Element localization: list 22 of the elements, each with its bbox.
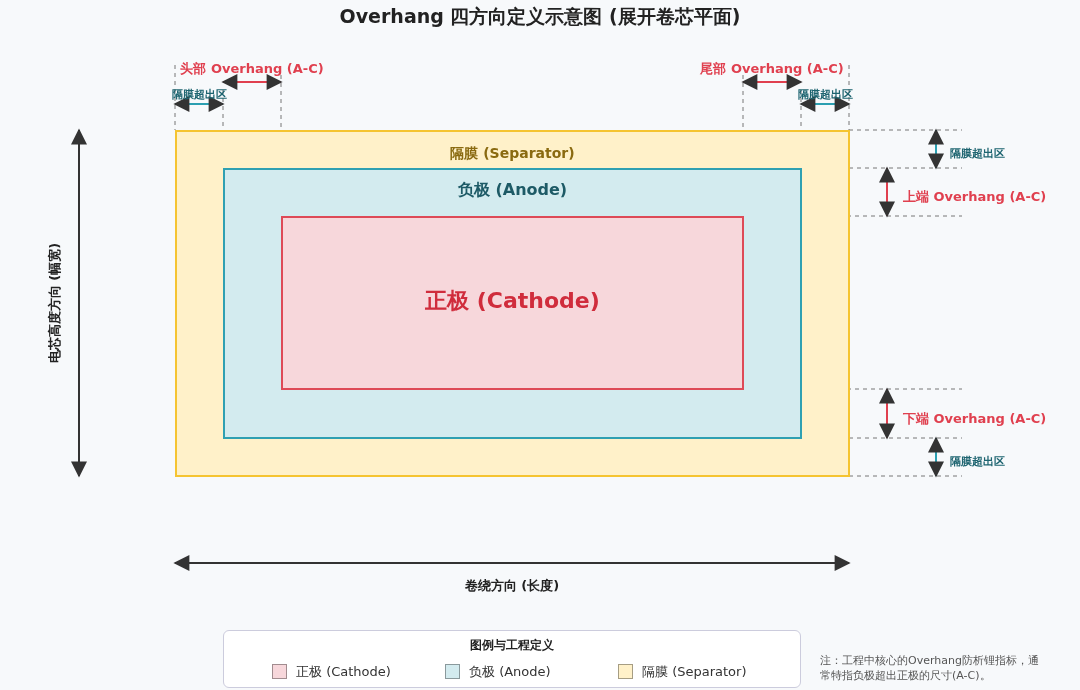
cathode-layer <box>281 216 744 390</box>
dimension-label: 隔膜超出区 <box>171 87 227 102</box>
dimension-label: 头部 Overhang (A-C) <box>180 60 324 78</box>
note-text: 注：工程中核心的Overhang防析锂指标，通常特指负极超出正极的尺寸(A-C)。 <box>820 653 1040 683</box>
legend-label: 负极 (Anode) <box>469 663 551 681</box>
separator-layer <box>175 130 850 477</box>
dimension-label: 上端 Overhang (A-C) <box>903 188 1047 206</box>
dimension-label: 隔膜超出区 <box>797 87 853 102</box>
legend-label: 正极 (Cathode) <box>296 663 391 681</box>
dimension-label: 尾部 Overhang (A-C) <box>700 60 844 78</box>
axis-label: 电芯高度方向 (幅宽) <box>46 242 63 364</box>
layer-label: 隔膜 (Separator) <box>449 145 576 163</box>
legend-title: 图例与工程定义 <box>470 637 554 654</box>
layer-label: 正极 (Cathode) <box>424 287 601 315</box>
dimension-label: 隔膜超出区 <box>950 454 1005 469</box>
dimension-label: 下端 Overhang (A-C) <box>903 410 1047 428</box>
legend-label: 隔膜 (Separator) <box>642 663 747 681</box>
anode-layer <box>223 168 802 439</box>
axis-label: 卷绕方向 (长度) <box>464 577 560 595</box>
layer-label: 负极 (Anode) <box>456 180 569 201</box>
dimension-label: 隔膜超出区 <box>950 146 1005 161</box>
diagram-title: Overhang 四方向定义示意图 (展开卷芯平面) <box>339 4 741 29</box>
